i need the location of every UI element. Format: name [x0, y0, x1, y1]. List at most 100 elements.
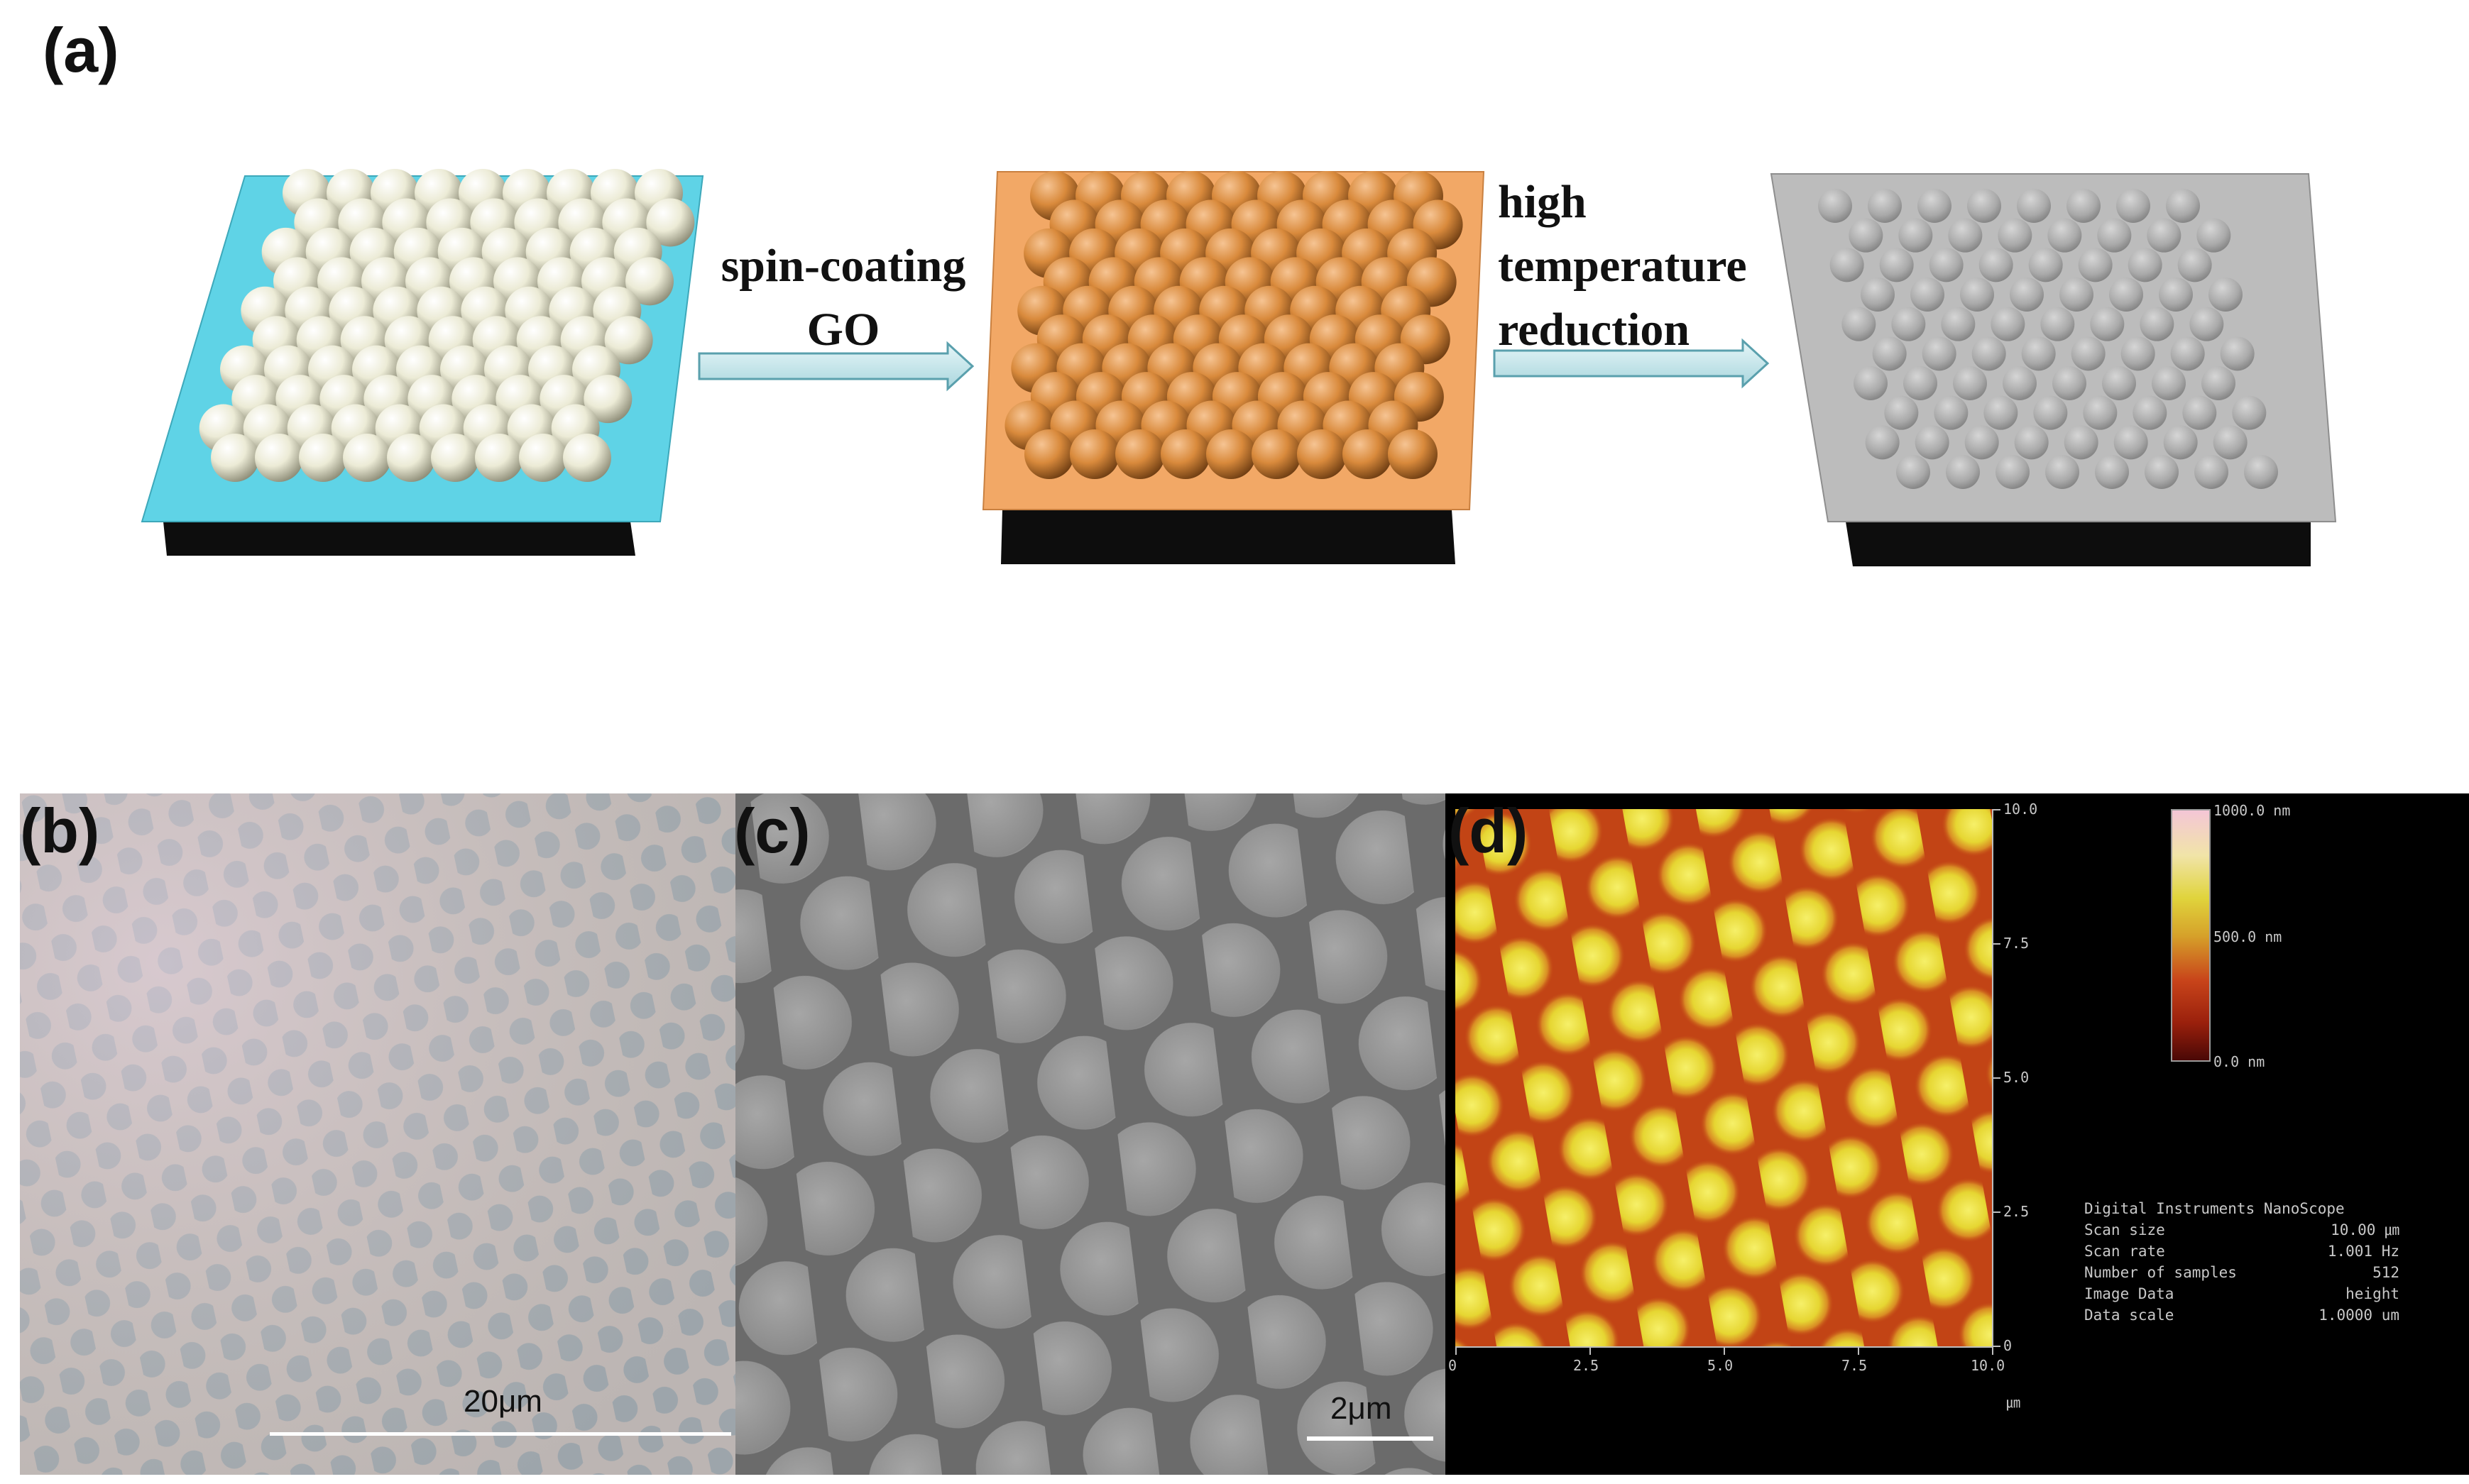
reduced-bump — [2052, 366, 2086, 400]
afm-x-tick-mark-0 — [1455, 1346, 1457, 1355]
afm-y-tick-mark-5 — [1992, 1077, 2000, 1079]
reduced-bump — [2045, 455, 2079, 489]
ps-sphere — [299, 434, 347, 482]
afm-y-tick-10: 10.0 — [2003, 801, 2038, 818]
panel-c-label: (c) — [734, 796, 811, 866]
step-1-line-2: GO — [806, 304, 880, 356]
ps-sphere — [211, 434, 259, 482]
afm-x-tick-5: 5.0 — [1707, 1357, 1734, 1374]
panel-c-scale-bar — [1307, 1436, 1433, 1441]
reduced-bump — [2003, 366, 2037, 400]
afm-info-values: 10.00 ㎛ 1.001 Hz 512 height 1.0000 um — [2319, 1221, 2399, 1324]
reduced-bump — [1922, 336, 1956, 371]
arrow-1 — [698, 341, 975, 392]
reduced-bump — [1946, 455, 1980, 489]
sample-1-ps-spheres — [141, 169, 704, 556]
reduced-bump — [2177, 248, 2212, 282]
panel-d-label: (d) — [1448, 796, 1528, 866]
afm-x-unit: ㎛ — [2006, 1394, 2020, 1411]
panel-b-scale-label: 20μm — [464, 1384, 542, 1419]
reduced-bump — [2232, 395, 2267, 430]
reduced-bump — [2120, 336, 2155, 371]
afm-x-tick-mark-10 — [1992, 1346, 1993, 1355]
afm-y-tick-0: 0 — [2003, 1337, 2013, 1354]
reduced-bump — [2220, 336, 2255, 371]
reduced-bump — [1865, 425, 1900, 460]
afm-colorbar-mid: 500.0 nm — [2213, 928, 2282, 945]
reduced-bump — [1915, 425, 1949, 460]
reduced-bump — [1903, 366, 1937, 400]
reduced-bump — [2145, 455, 2179, 489]
step-2-line-3: reduction — [1498, 304, 1690, 356]
sample-3-reduced — [1770, 173, 2337, 566]
reduced-bump — [1929, 248, 1964, 282]
afm-x-tick-mark-7.5 — [1858, 1346, 1859, 1355]
go-coated-sphere — [1115, 429, 1165, 479]
reduced-bump — [2047, 218, 2082, 253]
ps-sphere — [604, 316, 653, 365]
reduced-bump — [2113, 425, 2148, 460]
afm-y-tick-5: 5.0 — [2003, 1069, 2030, 1086]
reduced-bump — [2014, 425, 2049, 460]
panel-c-pattern — [735, 793, 1445, 1475]
go-coated-sphere — [1070, 429, 1119, 479]
afm-y-tick-mark-10 — [1992, 809, 2000, 810]
reduced-bump — [2163, 425, 2198, 460]
reduced-bump — [2208, 277, 2243, 312]
step-2-line-1: high — [1498, 176, 1587, 228]
go-coated-sphere — [1206, 429, 1256, 479]
reduced-bump — [2083, 395, 2118, 430]
reduced-bump — [2097, 218, 2132, 253]
reduced-bump — [1818, 189, 1852, 223]
reduced-bump — [1948, 218, 1983, 253]
reduced-bump — [2196, 218, 2231, 253]
reduced-bump — [2116, 189, 2150, 223]
reduced-bump — [2128, 248, 2162, 282]
ps-sphere — [387, 434, 435, 482]
afm-x-tick-7.5: 7.5 — [1841, 1357, 1868, 1374]
reduced-bump — [1991, 307, 2025, 341]
panel-a-label: (a) — [43, 15, 119, 85]
panel-b-label: (b) — [20, 796, 100, 866]
afm-y-tick-2.5: 2.5 — [2003, 1203, 2030, 1220]
reduced-bump — [2102, 366, 2136, 400]
afm-colorbar-top: 1000.0 nm — [2213, 802, 2291, 819]
reduced-bump — [2059, 277, 2093, 312]
ps-sphere — [646, 198, 695, 247]
panel-c-sem-image: 2μm — [735, 793, 1445, 1475]
reduced-bump — [1983, 395, 2018, 430]
reduced-bump — [1861, 277, 1895, 312]
afm-x-tick-10: 10.0 — [1971, 1357, 2005, 1374]
ps-sphere — [563, 434, 611, 482]
reduced-bump — [1953, 366, 1987, 400]
reduced-bump — [1978, 248, 2013, 282]
go-coated-sphere — [1252, 429, 1301, 479]
reduced-bump — [1879, 248, 1914, 282]
reduced-bump — [1872, 336, 1907, 371]
reduced-bump — [2133, 395, 2167, 430]
afm-colorbar-bottom: 0.0 nm — [2213, 1053, 2265, 1070]
reduced-bump — [2244, 455, 2278, 489]
panel-a-schematic — [141, 169, 2337, 566]
go-coated-sphere — [1388, 429, 1438, 479]
reduced-bump — [2152, 366, 2186, 400]
reduced-bump — [1896, 455, 1930, 489]
reduced-bump — [1971, 336, 2006, 371]
reduced-bump — [1868, 189, 1902, 223]
reduced-bump — [2194, 455, 2228, 489]
reduced-bump — [1941, 307, 1976, 341]
reduced-bump — [2010, 277, 2044, 312]
afm-x-tick-mark-2.5 — [1589, 1346, 1591, 1355]
ps-sphere — [519, 434, 567, 482]
reduced-bump — [2182, 395, 2217, 430]
reduced-bump — [2109, 277, 2143, 312]
step-2-text: high temperature reduction — [1498, 170, 1747, 362]
reduced-bump — [1841, 307, 1876, 341]
reduced-bump — [1964, 425, 1999, 460]
reduced-bump — [2213, 425, 2248, 460]
reduced-bump — [2021, 336, 2056, 371]
reduced-bump — [2201, 366, 2235, 400]
afm-y-tick-mark-2.5 — [1992, 1211, 2000, 1213]
reduced-bump — [2064, 425, 2098, 460]
reduced-bump — [1849, 218, 1883, 253]
